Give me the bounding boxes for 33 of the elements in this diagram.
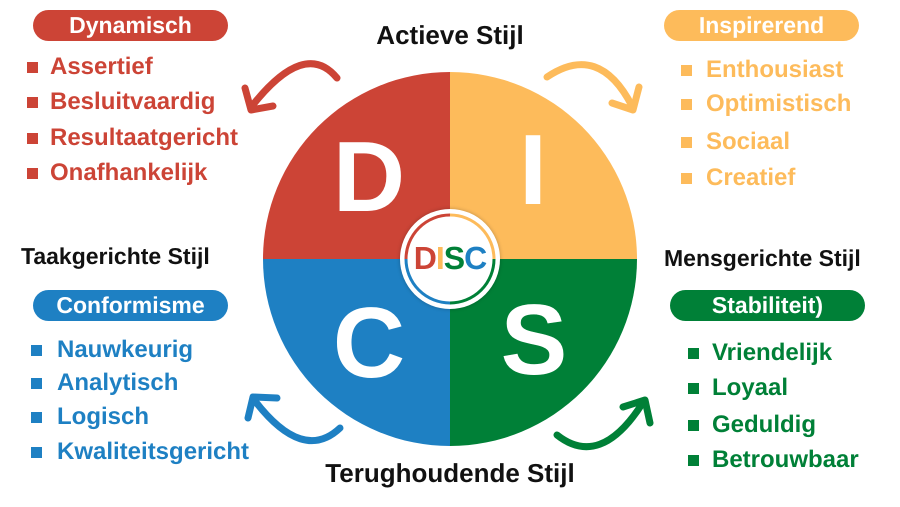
trait-label: Geduldig [712,411,816,439]
trait-label: Loyaal [712,374,788,402]
style-axis-label: Actieve Stijl [376,20,524,50]
quadrant-letter: I [519,130,547,210]
category-pill [33,10,228,41]
trait-label: Assertief [50,53,153,81]
trait-label: Besluitvaardig [50,88,216,116]
trait-label: Betrouwbaar [712,446,859,474]
trait-label: Kwaliteitsgericht [57,438,250,466]
trait-label: Vriendelijk [712,339,832,367]
quadrant-letter: S [500,300,568,380]
trait-label: Resultaatgericht [50,124,238,152]
trait-label: Creatief [706,164,796,192]
style-axis-label: Mensgerichte Stijl [664,244,861,273]
category-pill [670,290,865,321]
category-pill [664,10,859,41]
category-heading: Conformisme [56,294,205,317]
quadrant-letter: D [332,137,406,217]
trait-label: Nauwkeurig [57,336,194,364]
trait-label: Sociaal [706,128,790,156]
trait-label: Enthousiast [706,56,844,84]
quadrant-letter: C [332,303,406,383]
category-heading: Dynamisch [69,14,192,37]
category-pill [33,290,228,321]
trait-label: Logisch [57,403,150,431]
category-heading: Stabiliteit) [712,294,824,317]
trait-label: Onafhankelijk [50,159,208,187]
category-heading: Inspirerend [698,14,824,37]
style-axis-label: Terughoudende Stijl [325,458,575,488]
style-axis-label: Taakgerichte Stijl [21,242,210,271]
trait-label: Optimistisch [706,90,852,118]
trait-label: Analytisch [57,369,178,397]
center-label: DISC [414,246,486,272]
